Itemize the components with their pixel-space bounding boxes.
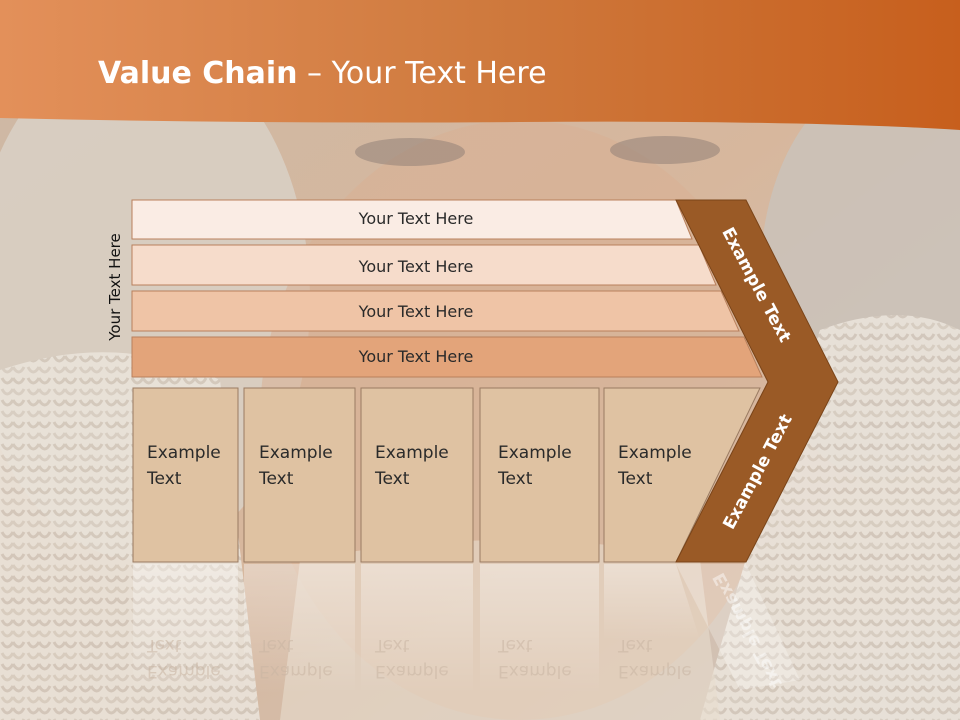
bar-4 <box>131 336 763 378</box>
chevron-arrow <box>675 199 839 563</box>
cell-1 <box>132 387 239 563</box>
bar-4-label: Your Text Here <box>358 347 474 366</box>
reflection-cell-3 <box>361 564 473 694</box>
cell-4 <box>479 387 600 563</box>
reflection-cell-4 <box>480 564 599 694</box>
bar-2-label: Your Text Here <box>358 257 474 276</box>
bar-3 <box>131 290 740 332</box>
bar-1-label: Your Text Here <box>358 209 474 228</box>
reflection-cell-2 <box>244 564 355 694</box>
cell-2 <box>243 387 356 563</box>
reflection-cell-5 <box>604 564 700 640</box>
bar-2 <box>131 244 717 286</box>
cell-3 <box>360 387 474 563</box>
bar-1 <box>131 199 693 240</box>
reflection-chevron <box>676 564 800 690</box>
reflection-cell-1 <box>133 564 238 694</box>
slide-title: Value Chain – Your Text Here <box>98 56 547 91</box>
bar-3-label: Your Text Here <box>358 302 474 321</box>
